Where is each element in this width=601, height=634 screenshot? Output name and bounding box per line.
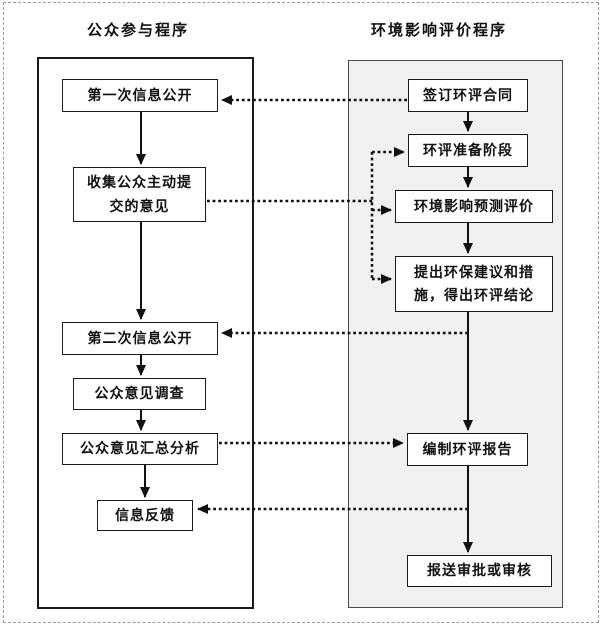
flow-box-submit-approval-review: 报送审批或审核: [407, 555, 552, 587]
cross-links: [197, 95, 468, 514]
left-flow-arrows: [136, 112, 150, 498]
flow-box-second-info-disclosure: 第二次信息公开: [62, 322, 218, 355]
flow-box-first-info-disclosure: 第一次信息公开: [62, 79, 218, 112]
flow-box-propose-measures-conclusion: 提出环保建议和措 施，得出环评结论: [395, 256, 553, 312]
public-participation-title: 公众参与程序: [86, 22, 189, 39]
eia-procedure-title: 环境影响评价程序: [370, 22, 507, 39]
flow-box-collect-public-opinions: 收集公众主动提 交的意见: [73, 167, 206, 222]
flow-box-info-feedback: 信息反馈: [97, 500, 193, 531]
flow-box-compile-eia-report: 编制环评报告: [407, 433, 528, 466]
flow-box-impact-prediction-evaluation: 环境影响预测评价: [395, 190, 553, 223]
flow-box-eia-preparation: 环评准备阶段: [408, 134, 528, 167]
flow-box-opinion-summary-analysis: 公众意见汇总分析: [62, 433, 218, 465]
flow-box-sign-eia-contract: 签订环评合同: [408, 79, 528, 112]
flow-box-public-opinion-survey: 公众意见调查: [73, 378, 206, 410]
